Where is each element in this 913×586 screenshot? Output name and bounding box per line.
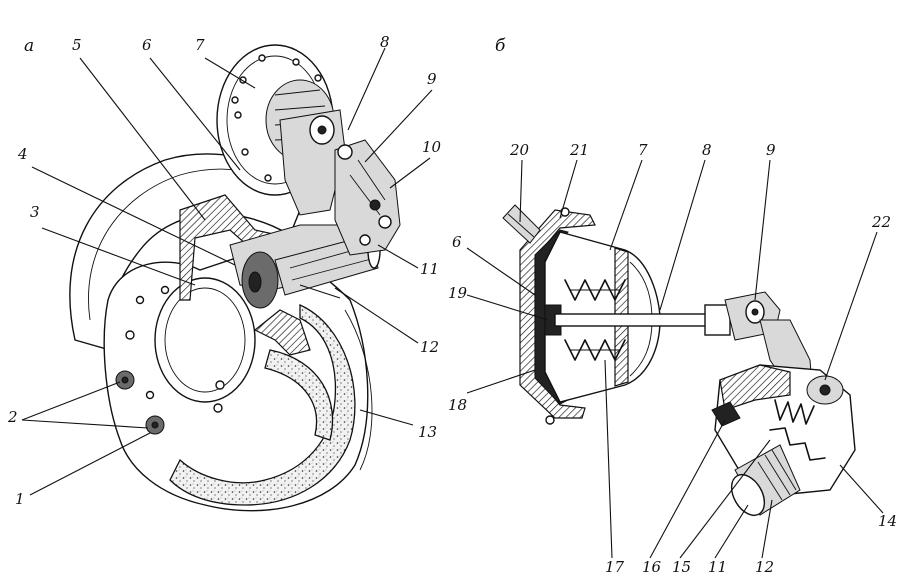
air-fitting (502, 204, 541, 244)
panel-label-a: а (24, 36, 35, 56)
label-3: 3 (30, 203, 40, 221)
label-19: 19 (448, 284, 468, 302)
panel-label-b: б (495, 36, 506, 56)
label-12-b: 12 (755, 558, 775, 576)
label-6-b: 6 (452, 233, 462, 251)
label-21: 21 (570, 141, 590, 159)
label-20: 20 (510, 141, 530, 159)
chamber-studs (231, 54, 322, 182)
label-22: 22 (872, 213, 892, 231)
brake-chamber-b (502, 204, 856, 516)
label-2: 2 (8, 408, 18, 426)
locking-plunger (711, 401, 741, 427)
label-9-b: 9 (766, 141, 776, 159)
push-rod (554, 313, 716, 327)
brake-lining (169, 303, 356, 506)
label-12-a: 12 (420, 338, 440, 356)
worm-gear (769, 399, 826, 461)
adjuster-worm (359, 199, 392, 246)
label-9-a: 9 (427, 70, 437, 88)
label-1: 1 (15, 490, 25, 508)
label-10: 10 (422, 138, 442, 156)
label-7-a: 7 (195, 36, 205, 54)
label-8-a: 8 (380, 33, 390, 51)
label-18: 18 (448, 396, 468, 414)
label-13: 13 (418, 423, 438, 441)
label-6-a: 6 (142, 36, 152, 54)
label-7-b: 7 (638, 141, 648, 159)
label-15: 15 (672, 558, 692, 576)
label-11-a: 11 (420, 260, 440, 278)
leader-lines (21, 47, 884, 559)
label-14: 14 (878, 512, 898, 530)
hub-opening (154, 277, 256, 403)
label-4: 4 (18, 145, 28, 163)
label-5: 5 (72, 36, 82, 54)
brake-assembly-a (69, 44, 401, 512)
label-11-b: 11 (708, 558, 728, 576)
label-8-b: 8 (702, 141, 712, 159)
label-17: 17 (605, 558, 625, 576)
label-16: 16 (642, 558, 662, 576)
return-spring (564, 279, 626, 361)
